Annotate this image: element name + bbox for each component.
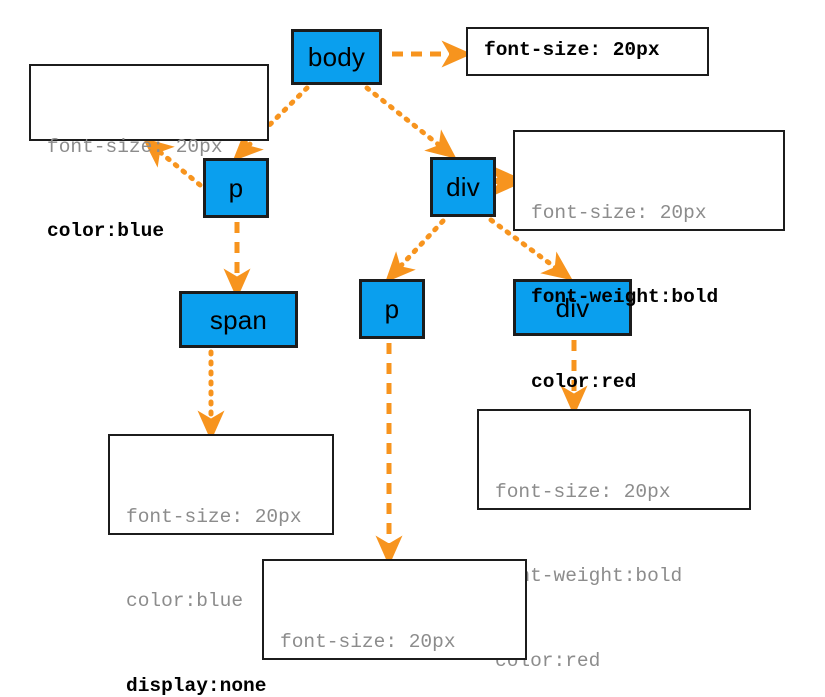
property-line: font-size: 20px xyxy=(484,39,660,62)
node-div-child-of-div[interactable]: div xyxy=(513,279,632,336)
property-box-body: font-size: 20px xyxy=(466,27,709,76)
property-line: display:none xyxy=(126,675,267,697)
node-p-child-of-body[interactable]: p xyxy=(203,158,269,218)
property-line: color:blue xyxy=(47,220,165,243)
node-p2-label: p xyxy=(384,294,400,324)
node-div-label: div xyxy=(446,172,480,202)
edge-div-to-p2 xyxy=(385,218,446,283)
node-div-child-of-body[interactable]: div xyxy=(430,157,496,217)
property-line: Font-weight:bold xyxy=(495,565,683,588)
property-line: font-size: 20px xyxy=(126,505,302,528)
node-p-label: p xyxy=(228,173,244,203)
property-line: color:red xyxy=(531,371,637,394)
property-line: color:blue xyxy=(126,590,244,613)
node-span-label: span xyxy=(209,304,268,335)
node-p-child-of-div[interactable]: p xyxy=(359,279,425,339)
property-box-p: font-size: 20px color:blue xyxy=(29,64,269,242)
property-line: font-size: 20px xyxy=(531,201,707,224)
node-span[interactable]: span xyxy=(179,291,298,348)
property-line: font-weight:bold xyxy=(531,286,719,309)
property-line: font-size: 20px xyxy=(280,630,456,653)
node-div2-label: div xyxy=(555,292,590,323)
node-body[interactable]: body xyxy=(291,29,382,85)
edge-body-to-div xyxy=(364,85,457,159)
property-box-div: font-size: 20px font-weight:bold color:r… xyxy=(513,130,785,393)
node-body-label: body xyxy=(307,42,366,72)
property-line: color:red xyxy=(495,650,601,673)
property-box-span: font-size: 20px color:blue display:none xyxy=(108,434,334,697)
property-box-p2: font-size: 20px Font-weight:bold Color:g… xyxy=(262,559,527,660)
property-line: font-size: 20px xyxy=(495,480,671,503)
property-box-div2: font-size: 20px Font-weight:bold color:r… xyxy=(477,409,751,672)
property-line: font-size: 20px xyxy=(47,135,223,158)
